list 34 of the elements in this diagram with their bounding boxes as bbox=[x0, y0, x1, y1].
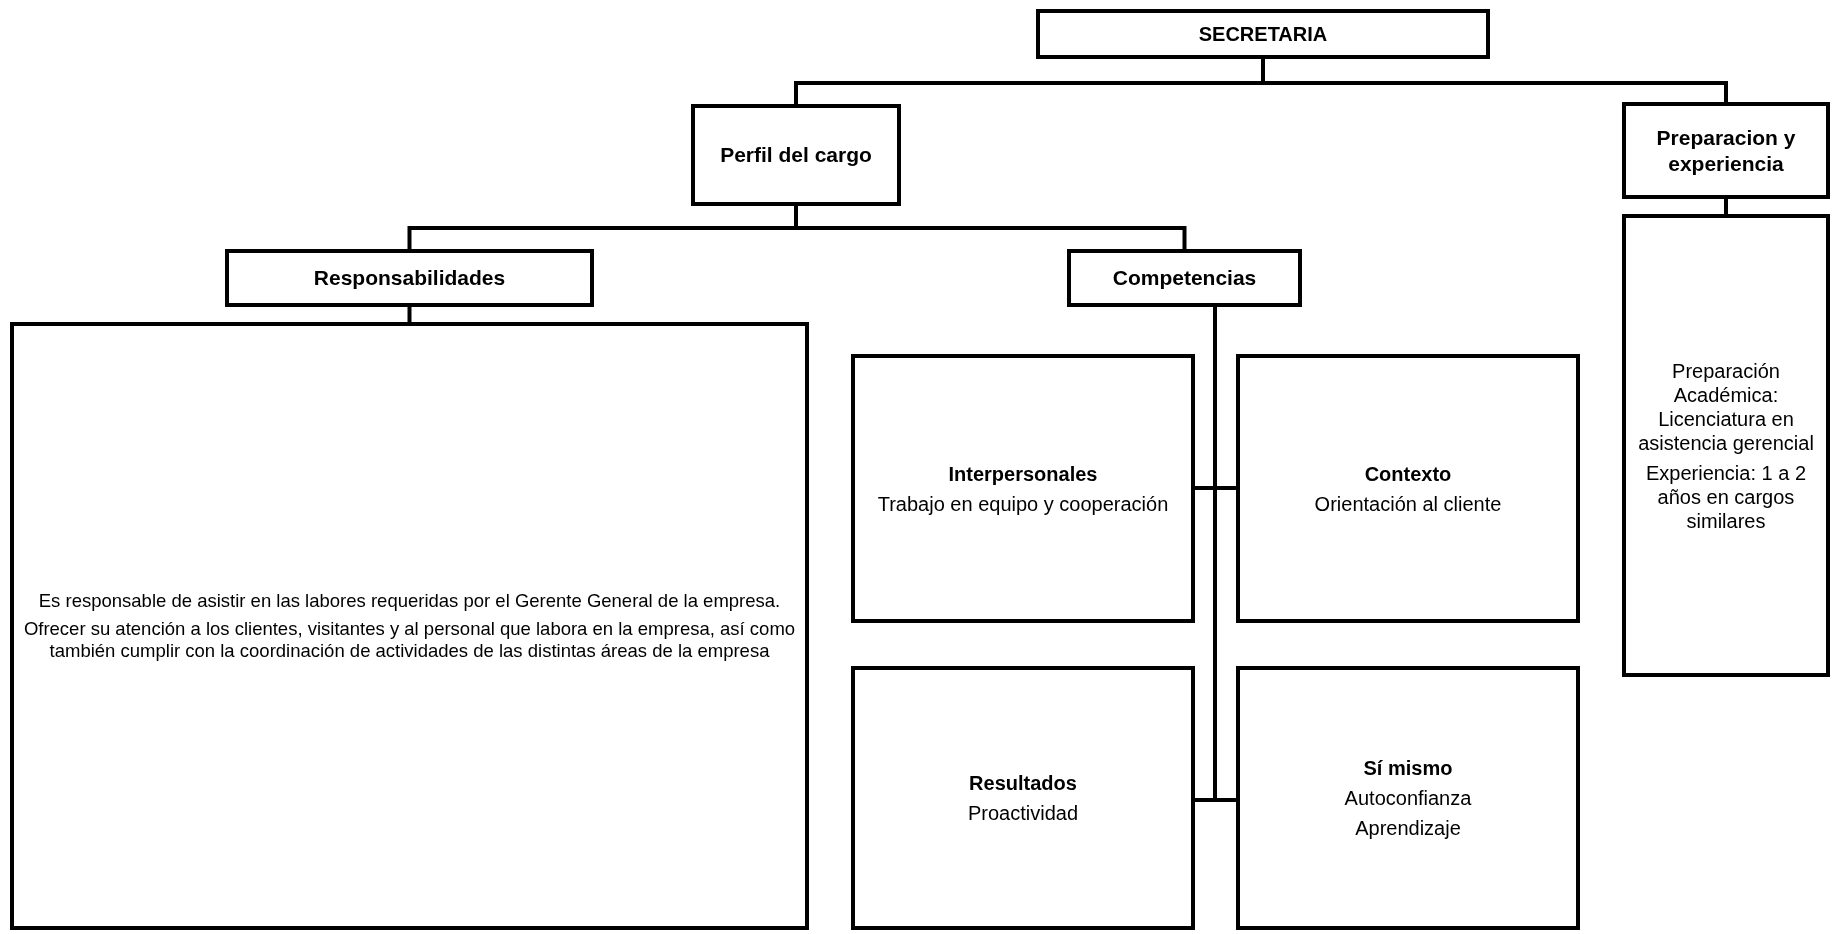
text-box bbox=[1067, 249, 1302, 307]
heading-text: Perfil del cargo bbox=[720, 142, 872, 168]
body-text: Preparación Académica: Licenciatura en asistencia gerencial bbox=[1637, 358, 1815, 455]
heading-text: Competencias bbox=[1112, 265, 1257, 291]
body-text: Aprendizaje bbox=[1355, 816, 1461, 840]
heading-text: SECRETARIA bbox=[1198, 22, 1328, 46]
heading-text: Sí mismo bbox=[1363, 756, 1453, 780]
body-text: Proactividad bbox=[967, 801, 1079, 825]
text-box bbox=[1236, 354, 1580, 623]
text-box bbox=[1622, 214, 1830, 677]
heading-text: Contexto bbox=[1364, 461, 1452, 486]
heading-text: Preparacion y experiencia bbox=[1655, 125, 1797, 176]
text-box bbox=[1622, 102, 1830, 199]
text-box bbox=[691, 104, 901, 206]
heading-text: Responsabilidades bbox=[313, 265, 506, 291]
body-text: Autoconfianza bbox=[1344, 786, 1472, 810]
text-box bbox=[851, 354, 1195, 623]
connector-line bbox=[794, 206, 1187, 249]
text-box bbox=[1036, 9, 1490, 59]
body-text: Trabajo en equipo y cooperación bbox=[877, 491, 1169, 516]
text-box bbox=[10, 322, 809, 930]
body-text: Orientación al cliente bbox=[1314, 491, 1502, 516]
heading-text: Interpersonales bbox=[948, 461, 1098, 486]
connector-line bbox=[407, 307, 412, 322]
text-box bbox=[1236, 666, 1580, 930]
body-text: Experiencia: 1 a 2 años en cargos similares bbox=[1644, 460, 1808, 533]
text-box bbox=[851, 666, 1195, 930]
heading-text: Resultados bbox=[969, 771, 1077, 795]
connector-line bbox=[1213, 307, 1236, 802]
connector-line bbox=[1261, 59, 1728, 102]
body-text: Ofrecer su atención a los clientes, visitantes y al personal que labora en la empresa, así como también cumplir con la coordinación de actividades de las distintas áreas de la empresa bbox=[22, 617, 797, 663]
text-box bbox=[225, 249, 594, 307]
connector-line bbox=[1724, 199, 1728, 214]
body-text: Es responsable de asistir en las labores requeridas por el Gerente General de la empresa. bbox=[38, 589, 781, 612]
